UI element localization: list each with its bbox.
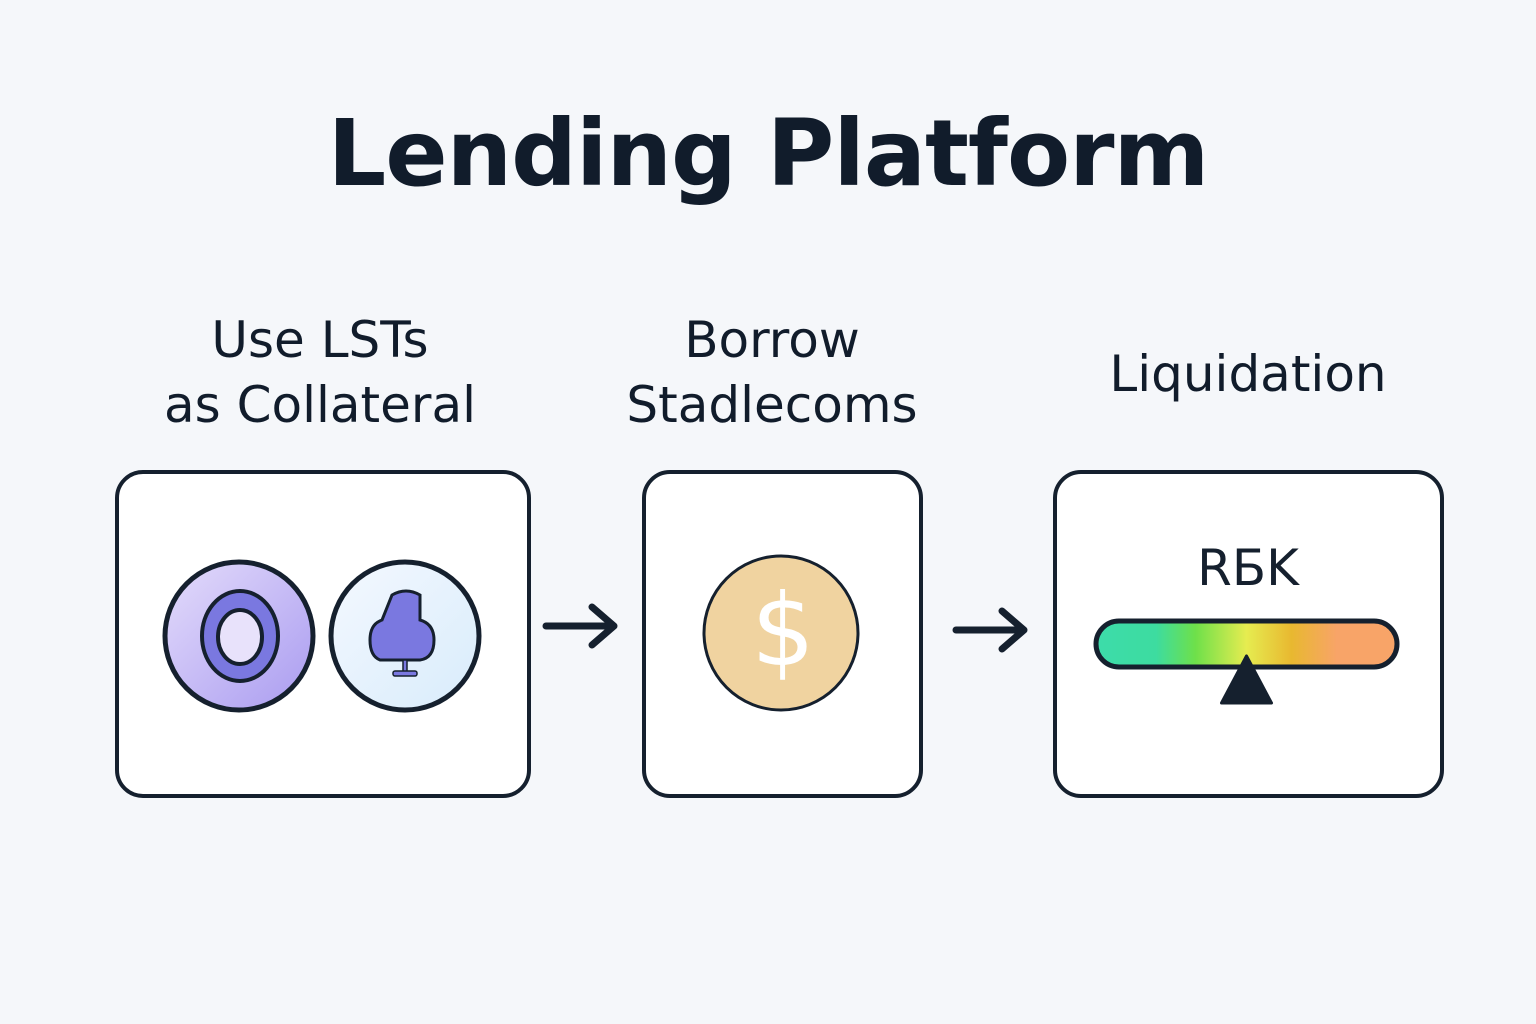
step-2-label-line1: Borrow	[684, 311, 860, 369]
arrow-2-icon	[952, 607, 1028, 653]
lst-token-ring-icon	[162, 559, 316, 713]
page-title: Lending Platform	[327, 100, 1210, 207]
lst-token-figure-icon	[328, 559, 482, 713]
step-1-label: Use LSTs as Collateral	[120, 308, 520, 438]
arrow-1-icon	[542, 603, 618, 649]
dollar-coin-icon: $	[702, 554, 860, 712]
step-1-label-line2: as Collateral	[164, 376, 476, 434]
step-2-label-line2: Stadlecoms	[626, 376, 918, 434]
gauge-marker-icon	[1220, 654, 1273, 705]
step-2-label: Borrow Stadlecoms	[572, 308, 972, 438]
step-1-label-line1: Use LSTs	[211, 311, 429, 369]
coin-symbol: $	[751, 572, 815, 689]
step-3-label: Liquidation	[1109, 345, 1387, 403]
gauge-label: RБK	[1197, 539, 1300, 597]
